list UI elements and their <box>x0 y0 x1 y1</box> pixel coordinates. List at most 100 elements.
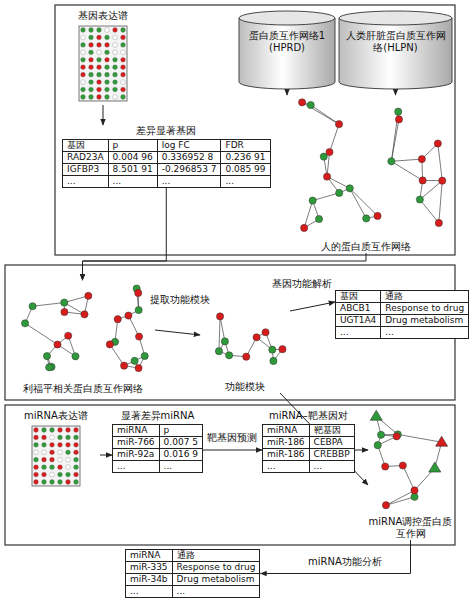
table-grid: 基因通路ABCB1Response to drugUGT1A4Drug meta… <box>335 290 469 339</box>
table-cell: 0.236 91 <box>221 152 269 164</box>
heatmap-cell <box>81 65 86 70</box>
network-node <box>298 99 305 106</box>
network-node <box>439 177 446 184</box>
network-node <box>374 212 381 219</box>
table-heading: 显著差异miRNA <box>112 410 203 422</box>
network-node <box>269 346 276 353</box>
heatmap-cell <box>121 42 126 47</box>
heatmap-cell <box>105 42 110 47</box>
heatmap-cell <box>42 465 47 470</box>
heatmap-cell <box>66 457 71 462</box>
table-cell: miR-335 <box>126 562 173 574</box>
heatmap-cell <box>42 435 47 440</box>
heatmap-cell <box>121 87 126 92</box>
heatmap-cell <box>50 457 55 462</box>
heatmap-cell <box>42 480 47 485</box>
table-cell: 0.085 99 <box>221 164 269 176</box>
network-node <box>326 148 333 155</box>
network-node <box>323 173 330 180</box>
network-caption: miRNA调控蛋白质互作网 <box>368 516 453 540</box>
data-table: miRNA通路miR-335Response to drugmiR-34bDru… <box>125 549 260 598</box>
network-node <box>114 316 121 323</box>
heatmap-cell <box>50 450 55 455</box>
heatmap-cell <box>105 72 110 77</box>
heatmap-cell <box>89 57 94 62</box>
network-node <box>85 292 92 299</box>
table-cell: 0.007 5 <box>160 437 202 449</box>
table-cell: ... <box>263 461 310 472</box>
heatmap-title: 基因表达谱 <box>68 10 138 22</box>
table-cell: Drug metabolism <box>173 574 260 586</box>
network-node <box>135 364 142 371</box>
network-node <box>434 140 441 147</box>
network-caption: 人的蛋白质互作网络 <box>280 241 452 253</box>
table-cell: ... <box>113 461 160 472</box>
table-cell: Response to drug <box>173 562 260 574</box>
edge-label: 基因功能解析 <box>271 278 333 290</box>
network-drawing <box>368 410 453 514</box>
heatmap-cell <box>121 72 126 77</box>
network-drawing <box>200 305 290 379</box>
table-cell: UGT1A4 <box>336 315 381 327</box>
network-graph: 人的蛋白质互作网络 <box>280 95 452 253</box>
heatmap-cell <box>42 450 47 455</box>
network-link <box>420 200 439 223</box>
heatmap-cell <box>97 80 102 85</box>
table-cell: -0.296853 7 <box>158 164 222 176</box>
table-cell: 0.016 9 <box>160 449 202 461</box>
heatmap-cell <box>89 28 94 33</box>
heatmap-cell <box>89 65 94 70</box>
table-header-cell: log FC <box>158 140 222 152</box>
heatmap-cell <box>66 442 71 447</box>
network-link <box>398 434 442 442</box>
heatmap-cell <box>81 42 86 47</box>
network-caption: 功能模块 <box>200 381 290 393</box>
network-node <box>135 306 142 313</box>
heatmap-cell <box>113 95 118 100</box>
heatmap-cell <box>34 465 39 470</box>
heatmap-cell <box>50 442 55 447</box>
data-table: 显著差异miRNA miRNApmiR-7660.007 5miR-92a0.01… <box>112 410 203 473</box>
network-node <box>279 346 286 353</box>
heatmap-cell <box>34 457 39 462</box>
heatmap-cell <box>34 428 39 433</box>
network-node <box>336 189 343 196</box>
table-header-cell: p <box>109 140 158 152</box>
network-node <box>429 462 441 472</box>
network-node <box>215 348 222 355</box>
heatmap-cell <box>66 450 71 455</box>
heatmap-cell <box>42 428 47 433</box>
panel-frame <box>55 5 455 255</box>
database-cylinder: 蛋白质互作网络1 (HPRD) <box>238 10 336 90</box>
network-node <box>72 353 79 360</box>
heatmap-cell <box>89 95 94 100</box>
heatmap-cell <box>97 72 102 77</box>
flow-arrow <box>103 105 104 125</box>
table-grid: miRNApmiR-7660.007 5miR-92a0.016 9...... <box>112 424 203 473</box>
table-cell: 8.501 91 <box>109 164 158 176</box>
heatmap-cell <box>81 72 86 77</box>
network-node <box>131 357 138 364</box>
table-cell: ... <box>336 327 381 338</box>
network-node <box>419 177 426 184</box>
heatmap <box>12 424 100 490</box>
network-node <box>226 352 233 359</box>
network-node <box>382 502 389 509</box>
network-link <box>391 159 422 161</box>
heatmap-cell <box>121 50 126 55</box>
network-link <box>302 102 339 124</box>
heatmap-frame <box>32 426 80 486</box>
heatmap-cell <box>97 95 102 100</box>
heatmap-cell <box>105 80 110 85</box>
network-node <box>65 332 72 339</box>
heatmap-cell <box>34 442 39 447</box>
heatmap-cell <box>34 472 39 477</box>
heatmap-cell <box>89 72 94 77</box>
network-node <box>363 215 370 222</box>
heatmap-cell <box>58 457 63 462</box>
table-header-cell: 通路 <box>381 291 468 303</box>
heatmap-cell <box>81 35 86 40</box>
table-cell: ... <box>158 176 222 187</box>
network-node <box>216 313 223 320</box>
